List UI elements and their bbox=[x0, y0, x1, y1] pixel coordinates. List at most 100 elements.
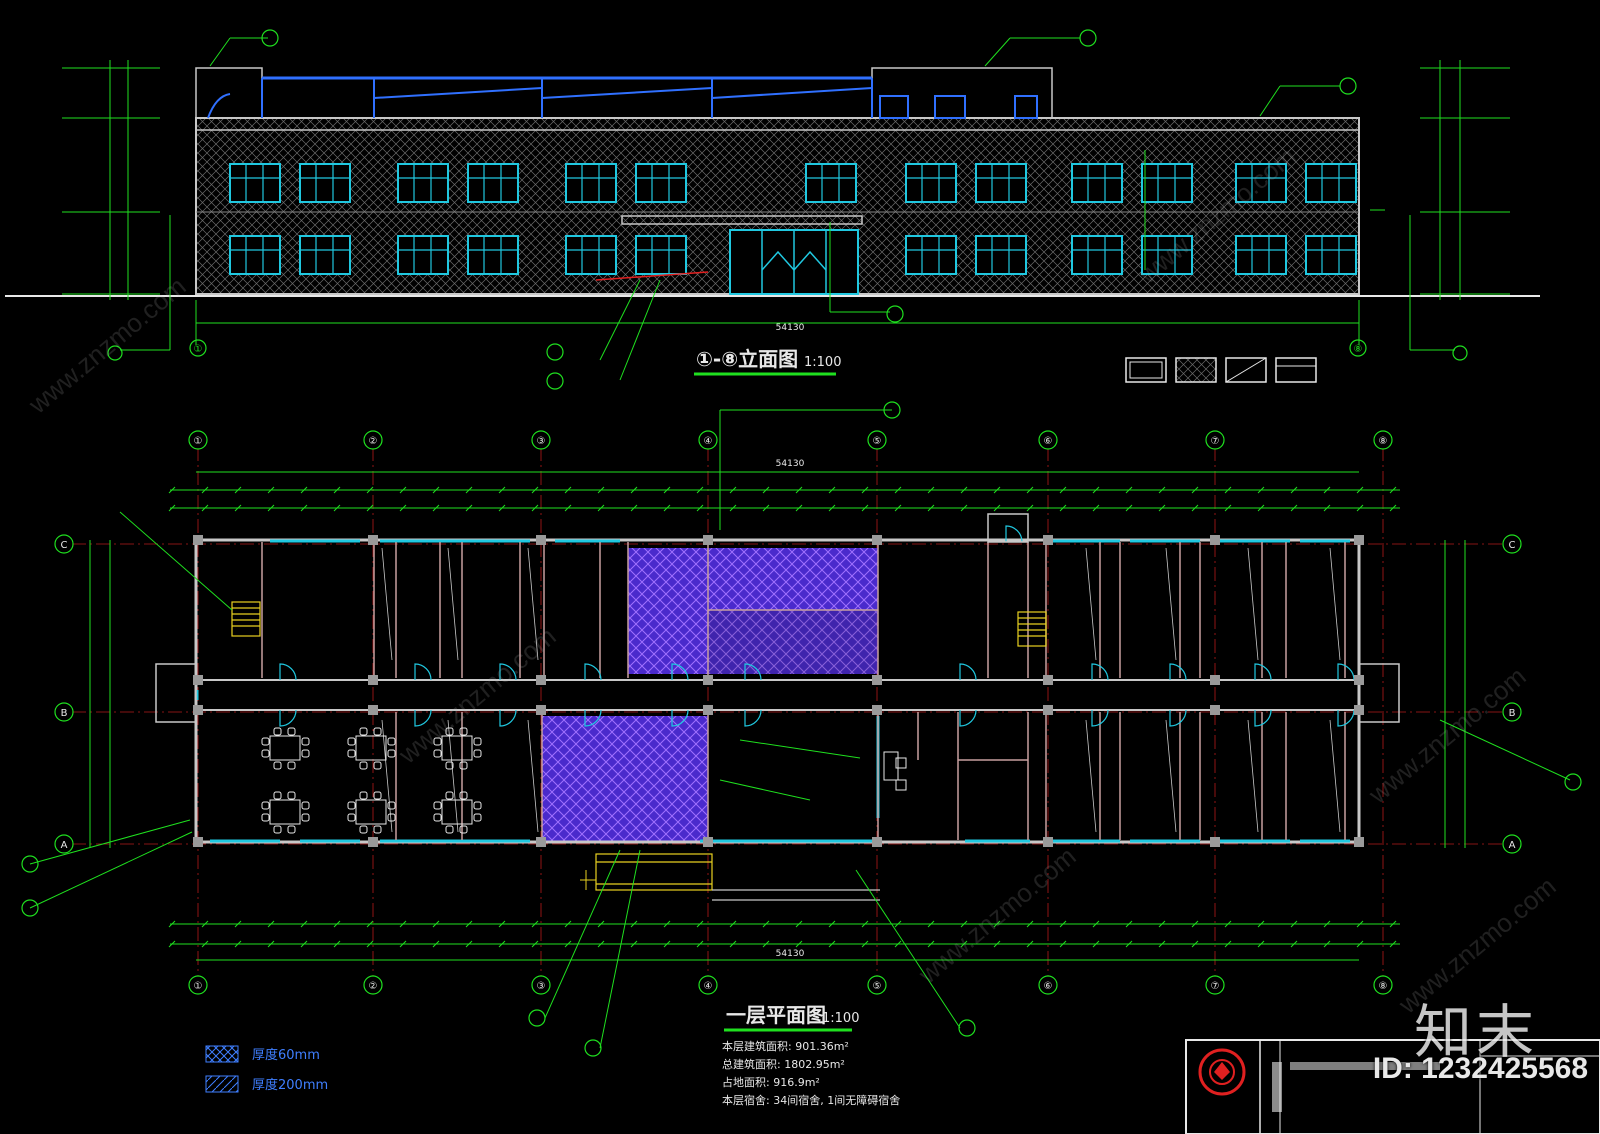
axis-label: ⑧ bbox=[1379, 981, 1388, 992]
axis-label: ② bbox=[369, 981, 378, 992]
facade-windows bbox=[229, 163, 1357, 275]
facade-window bbox=[1305, 235, 1357, 275]
legend-swatch-x bbox=[205, 1045, 239, 1063]
roof-stair-right bbox=[871, 67, 1053, 119]
facade-window bbox=[467, 235, 519, 275]
axis-bubble bbox=[1502, 834, 1522, 854]
facade-window bbox=[565, 235, 617, 275]
axis-label: A bbox=[61, 840, 68, 851]
column bbox=[193, 535, 203, 545]
facade-window bbox=[467, 163, 519, 203]
axis-bubble bbox=[1205, 975, 1225, 995]
axis-bubble bbox=[1502, 534, 1522, 554]
elev-total-dim: 54130 bbox=[776, 323, 805, 333]
axis-bubble bbox=[867, 430, 887, 450]
hatched-room-top bbox=[708, 548, 878, 610]
column bbox=[1210, 535, 1220, 545]
dining-table bbox=[355, 735, 387, 761]
column bbox=[1210, 705, 1220, 715]
axis-bubble bbox=[1373, 975, 1393, 995]
facade-window bbox=[905, 235, 957, 275]
column bbox=[1210, 837, 1220, 847]
column bbox=[1354, 535, 1364, 545]
axis-label: ⑥ bbox=[1044, 436, 1053, 447]
column bbox=[536, 705, 546, 715]
axis-label: ⑥ bbox=[1044, 981, 1053, 992]
company-seal bbox=[1198, 1048, 1246, 1096]
door-swings bbox=[279, 525, 1355, 727]
axis-bubble bbox=[363, 430, 383, 450]
column bbox=[1043, 675, 1053, 685]
stat-line: 本层宿舍: 34间宿舍, 1间无障碍宿舍 bbox=[722, 1093, 900, 1107]
axis-label: ② bbox=[369, 436, 378, 447]
axis-label: B bbox=[61, 708, 68, 719]
axis-bubble bbox=[54, 534, 74, 554]
elev-axis-left: ① bbox=[194, 344, 203, 355]
column bbox=[1043, 535, 1053, 545]
column bbox=[368, 535, 378, 545]
column bbox=[1354, 675, 1364, 685]
front-steps bbox=[595, 853, 880, 901]
plan-stats: 本层建筑面积: 901.36m² 总建筑面积: 1802.95m² 占地面积: … bbox=[722, 1039, 900, 1107]
facade-window bbox=[299, 163, 351, 203]
axis-label: ④ bbox=[704, 436, 713, 447]
facade-window bbox=[975, 163, 1027, 203]
axis-bubble bbox=[1038, 430, 1058, 450]
column bbox=[193, 705, 203, 715]
axis-label: B bbox=[1509, 708, 1516, 719]
column bbox=[703, 675, 713, 685]
legend-label: 厚度200mm bbox=[252, 1077, 328, 1093]
axis-bubble bbox=[363, 975, 383, 995]
legend-label: 厚度60mm bbox=[252, 1047, 320, 1063]
dining-table bbox=[269, 799, 301, 825]
column bbox=[703, 535, 713, 545]
facade-window bbox=[1305, 163, 1357, 203]
dining-tables bbox=[261, 727, 907, 834]
axis-bubble bbox=[698, 975, 718, 995]
column bbox=[1354, 837, 1364, 847]
facade-window bbox=[397, 163, 449, 203]
column bbox=[872, 837, 882, 847]
facade-window bbox=[299, 235, 351, 275]
title-block bbox=[1185, 1039, 1600, 1134]
column bbox=[536, 535, 546, 545]
axis-bubble bbox=[54, 702, 74, 722]
axis-bubble bbox=[531, 975, 551, 995]
facade-window bbox=[635, 163, 687, 203]
column bbox=[368, 675, 378, 685]
plan-top-total-dim: 54130 bbox=[776, 459, 805, 469]
plan-title: 一层平面图 bbox=[726, 1003, 826, 1027]
facade-window bbox=[1141, 235, 1193, 275]
axis-bubble bbox=[531, 430, 551, 450]
column bbox=[193, 675, 203, 685]
hatch-legend: 厚度60mm 厚度200mm bbox=[205, 1045, 328, 1093]
elevation-drawing: ① ⑧ 54130 ①-⑧立面图 1:100 bbox=[5, 29, 1540, 390]
material-swatches bbox=[1125, 357, 1317, 383]
elevation-scale: 1:100 bbox=[804, 355, 841, 370]
axis-label: C bbox=[1509, 540, 1516, 551]
plan-bottom-total-dim: 54130 bbox=[776, 949, 805, 959]
column bbox=[872, 535, 882, 545]
facade-window bbox=[397, 235, 449, 275]
watermark-brand: 知末 bbox=[1413, 1000, 1538, 1065]
roof-stair-left bbox=[195, 67, 263, 119]
entrance-canopy bbox=[621, 215, 863, 225]
facade-window bbox=[1141, 163, 1193, 203]
hatched-room-mid bbox=[708, 610, 878, 674]
axis-bubble bbox=[188, 430, 208, 450]
facade-window bbox=[1235, 235, 1287, 275]
column bbox=[193, 837, 203, 847]
facade-window bbox=[229, 163, 281, 203]
axis-bubble bbox=[698, 430, 718, 450]
elev-axis-right: ⑧ bbox=[1354, 344, 1363, 355]
facade-window bbox=[229, 235, 281, 275]
facade-window bbox=[565, 163, 617, 203]
column bbox=[368, 705, 378, 715]
column bbox=[872, 705, 882, 715]
stat-line: 总建筑面积: 1802.95m² bbox=[722, 1057, 845, 1071]
facade-window bbox=[805, 163, 857, 203]
sofa bbox=[883, 751, 899, 781]
column bbox=[1043, 837, 1053, 847]
